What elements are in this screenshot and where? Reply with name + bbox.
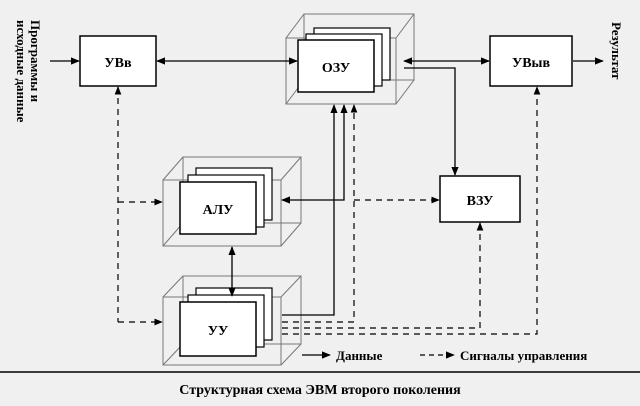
ozu-label: ОЗУ <box>322 61 350 76</box>
uvyv-label: УВыв <box>512 56 551 71</box>
control-arrows <box>114 86 541 335</box>
input-label-line2: исходные данные <box>14 20 29 123</box>
uu-ozu-control <box>282 104 358 323</box>
legend-data-label: Данные <box>336 348 383 363</box>
ozu-vzu-arrow <box>404 67 459 176</box>
uu-label: УУ <box>208 324 229 339</box>
legend: Данные Сигналы управления <box>302 348 587 363</box>
uu-uvyv-control <box>282 86 541 335</box>
alu-block <box>179 181 257 235</box>
uvyv-block <box>489 35 573 87</box>
uvv-block <box>79 35 157 87</box>
ozu-alu-arrow <box>281 104 348 204</box>
input-label-line1: Программы и <box>28 20 43 103</box>
ozu-block <box>297 39 375 93</box>
vzu-block <box>439 175 521 223</box>
alu-label: АЛУ <box>203 203 234 218</box>
diagram-caption: Структурная схема ЭВМ второго поколения <box>179 383 461 398</box>
uvv-label: УВв <box>104 56 132 71</box>
data-arrows <box>50 57 604 316</box>
output-side-label: Результат <box>609 22 624 80</box>
uu-vzu-control <box>282 222 484 329</box>
input-side-label: Программы и исходные данные <box>14 20 43 123</box>
uu-ozu-arrow <box>282 104 338 316</box>
uu-block <box>179 301 257 357</box>
vzu-label: ВЗУ <box>467 194 494 209</box>
legend-control-label: Сигналы управления <box>460 348 587 363</box>
